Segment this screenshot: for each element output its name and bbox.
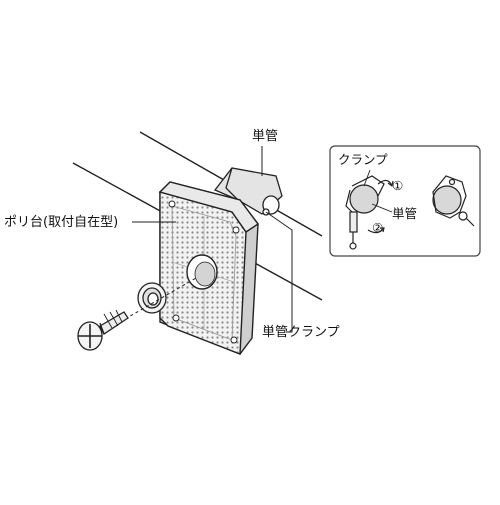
washer-icon	[137, 282, 167, 314]
assembly-line	[119, 277, 197, 323]
label-step-1: ①	[392, 178, 404, 193]
label-inset-pipe: 単管	[392, 206, 418, 221]
poly-base-plate	[158, 181, 260, 356]
screw-icon	[77, 309, 129, 351]
label-step-2: ②	[372, 220, 384, 235]
label-single-pipe-clamp: 単管クランプ	[262, 325, 340, 340]
inset-clamp-closed	[432, 175, 475, 227]
label-single-pipe: 単管	[252, 129, 279, 144]
clamp-icon	[213, 167, 283, 216]
label-inset-clamp: クランプ	[338, 152, 388, 167]
label-poly-base: ポリ台(取付自在型)	[4, 215, 119, 230]
leader-lines	[132, 146, 293, 333]
inset-detail	[329, 145, 481, 257]
